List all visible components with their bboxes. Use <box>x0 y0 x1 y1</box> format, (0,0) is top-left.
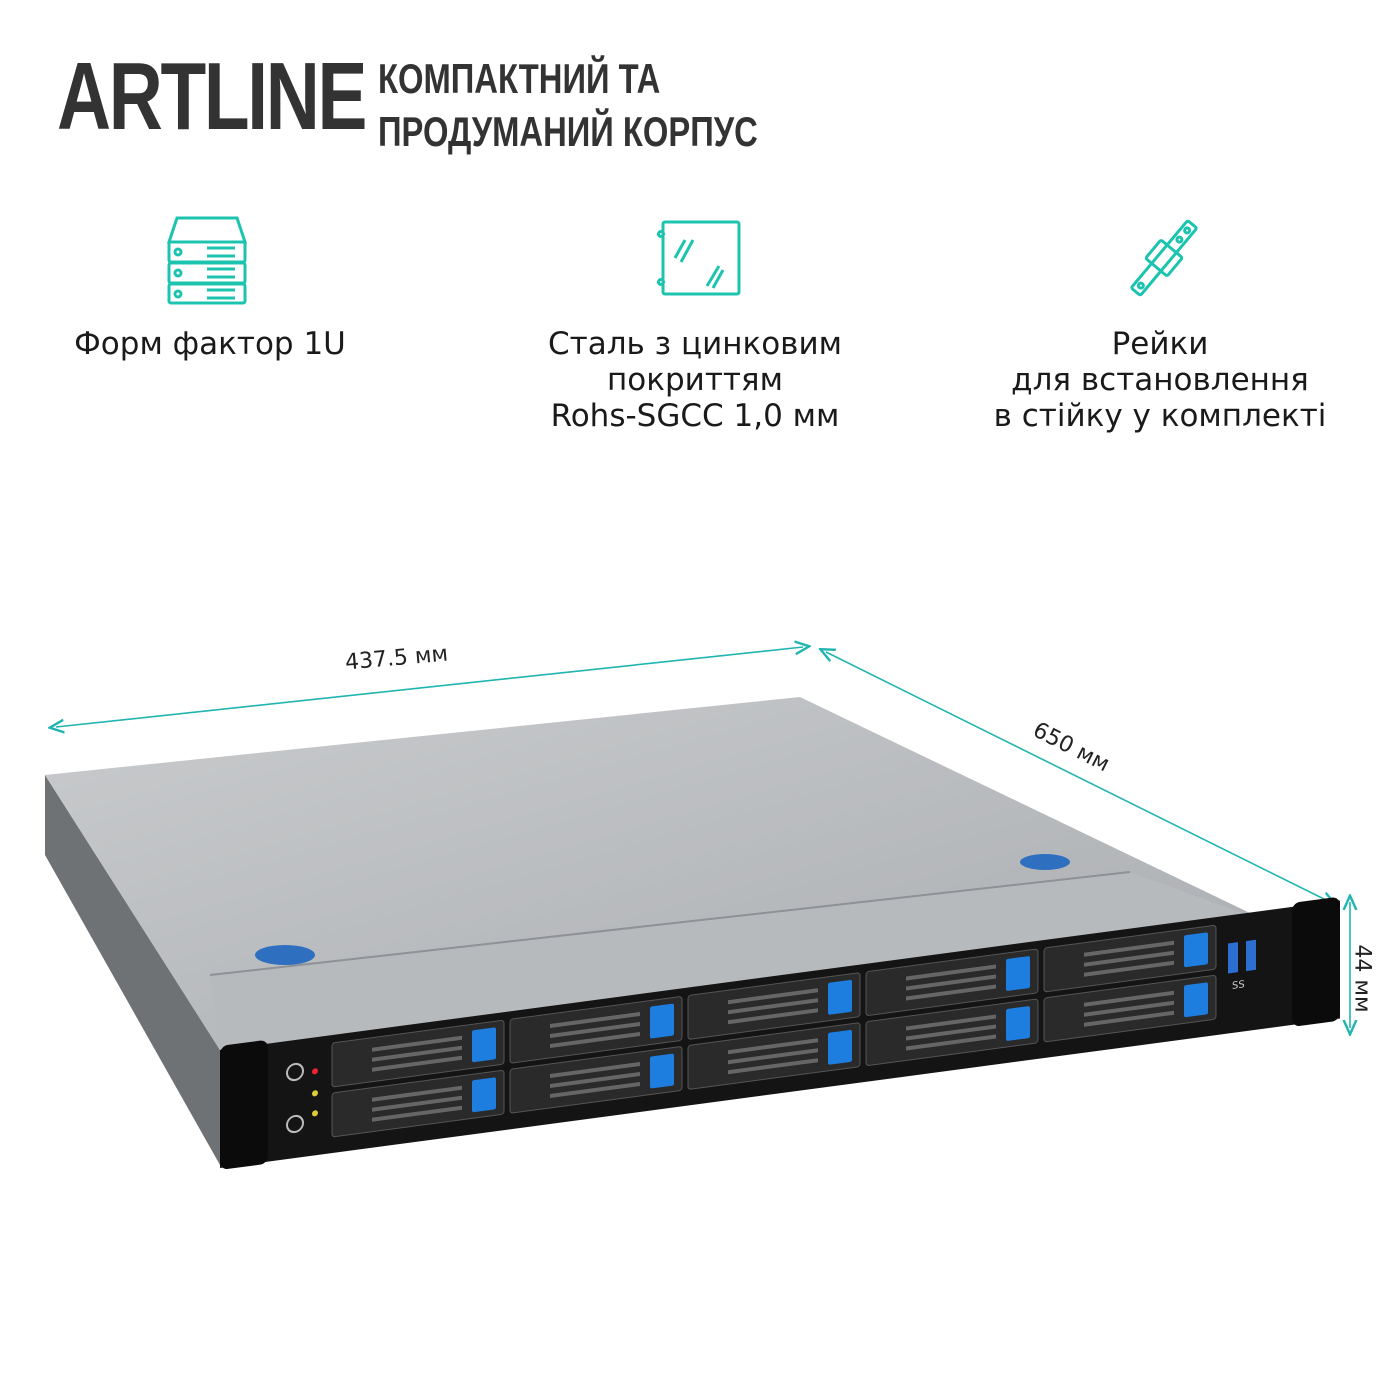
width-dimension-line <box>56 647 803 727</box>
feature-form-factor: Форм фактор 1U <box>40 326 380 362</box>
drive-latch[interactable] <box>1184 982 1208 1018</box>
drive-vent <box>1084 960 1174 977</box>
rack-rail-icon <box>1130 219 1198 297</box>
feature-rails: Рейки для встановлення в стійку у компле… <box>960 326 1360 434</box>
lid-latch <box>255 945 315 965</box>
drive-vent <box>728 998 818 1015</box>
drive-vent <box>1084 1000 1174 1017</box>
feature-line: покриттям <box>607 362 783 398</box>
id-button[interactable] <box>286 1114 304 1134</box>
drive-vent <box>372 1085 462 1102</box>
feature-line: в стійку у комплекті <box>993 398 1327 434</box>
steel-panel-icon <box>657 220 741 296</box>
headline-line-2: ПРОДУМАНИЙ КОРПУС <box>378 108 758 155</box>
drive-latch[interactable] <box>472 1027 496 1063</box>
drive-vent <box>550 1021 640 1038</box>
power-button[interactable] <box>286 1062 304 1082</box>
drive-bay[interactable] <box>865 948 1039 1016</box>
feature-line: для встановлення <box>1011 362 1309 398</box>
drive-vent <box>728 1048 818 1065</box>
drive-latch[interactable] <box>828 1029 852 1065</box>
drive-vent <box>1084 1010 1174 1027</box>
drive-vent <box>906 984 996 1001</box>
drive-vent <box>906 974 996 991</box>
usb-ss-label: SS <box>1232 979 1245 992</box>
artline-logo: ARTLINE <box>57 49 367 145</box>
drive-vent <box>550 1061 640 1078</box>
headline: КОМПАКТНИЙ ТА ПРОДУМАНИЙ КОРПУС <box>378 52 758 158</box>
drive-vent <box>1084 940 1174 957</box>
lid-latch <box>1020 854 1070 870</box>
drive-vent <box>372 1105 462 1122</box>
drive-vent <box>372 1055 462 1072</box>
drive-vent <box>550 1011 640 1028</box>
drive-bay[interactable] <box>1043 974 1217 1043</box>
drive-vent <box>372 1035 462 1052</box>
drive-vent <box>728 988 818 1005</box>
drive-latch[interactable] <box>472 1077 496 1113</box>
drive-vent <box>728 1038 818 1055</box>
drive-bay[interactable] <box>331 1069 505 1138</box>
drive-vent <box>372 1045 462 1062</box>
drive-latch[interactable] <box>650 1053 674 1089</box>
drive-latch[interactable] <box>828 979 852 1015</box>
drive-bay[interactable] <box>687 1022 861 1090</box>
drive-vent <box>550 1071 640 1088</box>
drive-vent <box>550 1081 640 1098</box>
depth-dimension-line <box>826 652 1330 902</box>
drive-bay[interactable] <box>865 998 1039 1066</box>
drive-vent <box>550 1031 640 1048</box>
drive-latch[interactable] <box>650 1003 674 1039</box>
logo-text: ARTLINE <box>57 43 367 150</box>
drive-vent <box>372 1095 462 1112</box>
drive-latch[interactable] <box>1006 1006 1030 1041</box>
drive-bay[interactable] <box>509 1046 683 1114</box>
usb-port[interactable] <box>1246 939 1256 972</box>
server-rack-icon <box>166 216 248 305</box>
drive-vent <box>1084 950 1174 967</box>
feature-line: Рейки <box>1111 326 1209 362</box>
feature-line: Форм фактор 1U <box>74 326 346 362</box>
drive-latch[interactable] <box>1006 956 1030 991</box>
drive-vent <box>728 1058 818 1075</box>
drive-bay[interactable] <box>687 972 861 1040</box>
drive-bay[interactable] <box>509 996 683 1064</box>
feature-steel: Сталь з цинковим покриттям Rohs-SGCC 1,0… <box>515 326 875 434</box>
drive-bay[interactable] <box>1043 924 1217 993</box>
control-panel <box>286 1062 318 1134</box>
height-label: 44 мм <box>1349 944 1375 1013</box>
feature-line: Сталь з цинковим <box>548 326 842 362</box>
usb-port[interactable] <box>1228 942 1238 974</box>
feature-line: Rohs-SGCC 1,0 мм <box>550 398 840 434</box>
drive-vent <box>906 964 996 981</box>
drive-vent <box>906 1024 996 1041</box>
drive-bay[interactable] <box>331 1019 505 1088</box>
drive-vent <box>1084 990 1174 1007</box>
right-rack-ear <box>1292 897 1340 1026</box>
drive-vent <box>906 1014 996 1031</box>
drive-latch[interactable] <box>1184 932 1208 968</box>
drive-vent <box>728 1008 818 1025</box>
left-rack-ear <box>220 1040 268 1170</box>
headline-line-1: КОМПАКТНИЙ ТА <box>378 55 661 102</box>
drive-vent <box>906 1034 996 1051</box>
